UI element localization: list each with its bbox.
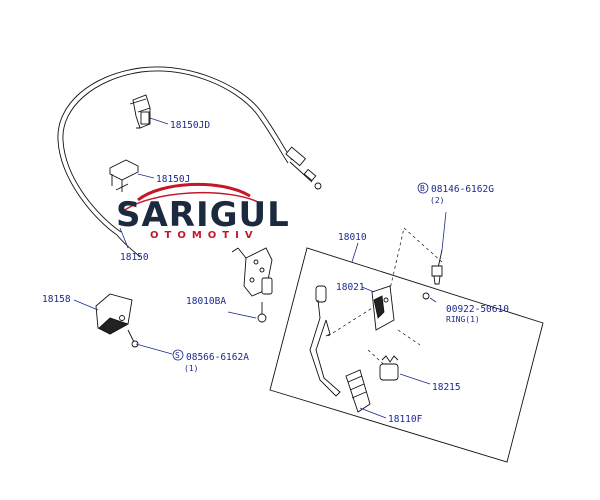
label-00922: 00922-50610 — [446, 304, 509, 315]
accelerator-cable — [57, 66, 322, 258]
pedal-bracket — [371, 285, 395, 331]
part-18158-block — [95, 293, 139, 348]
label-08566-qty: (1) — [184, 364, 198, 373]
badge-s — [172, 349, 184, 361]
bracket-assembly — [231, 247, 273, 323]
ring-00922 — [422, 292, 430, 300]
label-08566: 08566-6162A — [186, 352, 249, 363]
watermark-logo: SARIGUL OTOMOTIV — [116, 182, 290, 241]
cable-clip-18150j — [109, 159, 139, 192]
label-18158: 18158 — [42, 294, 71, 305]
pedal-assembly-box — [269, 227, 544, 463]
label-08146-prefix: B — [420, 184, 425, 193]
pedal-arm — [309, 285, 371, 413]
bolt-08146 — [431, 249, 443, 285]
label-08566-prefix: S — [175, 351, 180, 360]
label-18150j: 18150J — [156, 174, 190, 185]
label-08146-qty: (2) — [430, 196, 444, 205]
label-18110f: 18110F — [388, 414, 423, 425]
label-18010ba: 18010BA — [186, 296, 226, 307]
label-00922-ring: RING(1) — [446, 315, 480, 324]
label-18150jd: 18150JD — [170, 120, 210, 131]
label-18021: 18021 — [336, 282, 365, 293]
watermark-tagline: OTOMOTIV — [150, 230, 259, 241]
cable-clip-18150jd — [129, 94, 151, 129]
return-spring — [379, 355, 399, 381]
label-18150: 18150 — [120, 252, 149, 263]
watermark-brand: SARIGUL — [116, 195, 290, 235]
label-08146: 08146-6162G — [431, 184, 494, 195]
label-18010: 18010 — [338, 232, 367, 243]
label-18215: 18215 — [432, 382, 461, 393]
leader-lines — [73, 117, 447, 419]
badge-b — [417, 182, 429, 194]
